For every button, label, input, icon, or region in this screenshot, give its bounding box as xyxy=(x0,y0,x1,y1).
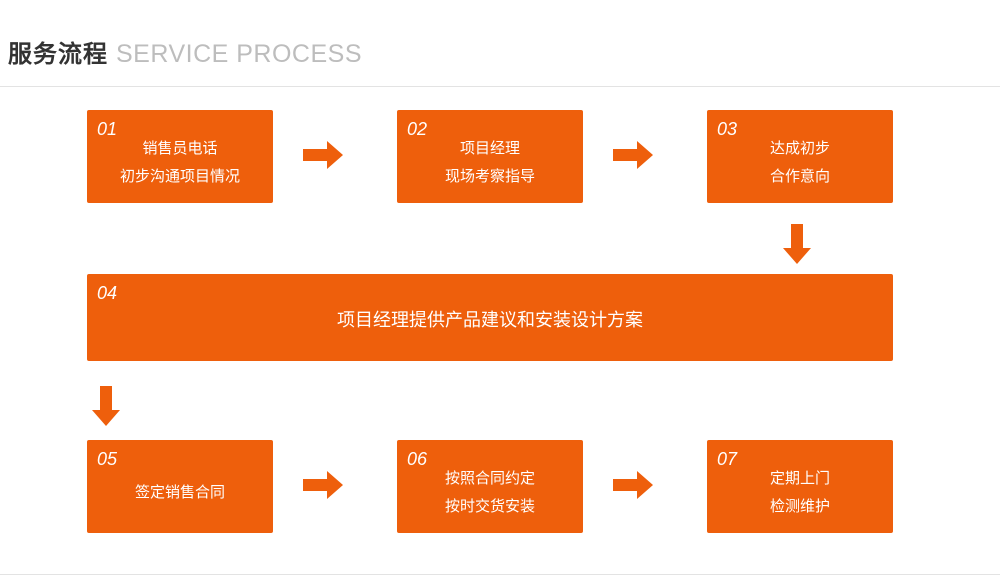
step-line: 按照合同约定 xyxy=(444,468,535,487)
step-text: 项目经理提供产品建议和安装设计方案 xyxy=(87,298,893,343)
step-05-box: 05 签定销售合同 xyxy=(87,440,273,533)
step-text: 达成初步 合作意向 xyxy=(707,128,893,195)
step-04-box: 04 项目经理提供产品建议和安装设计方案 xyxy=(87,274,893,361)
step-number: 05 xyxy=(97,449,118,469)
step-text: 销售员电话 初步沟通项目情况 xyxy=(87,128,273,195)
step-number: 04 xyxy=(97,283,118,303)
arrow-right-icon xyxy=(303,471,343,499)
step-line: 销售员电话 xyxy=(142,138,218,157)
header-divider xyxy=(0,86,1000,87)
step-07-box: 07 定期上门 检测维护 xyxy=(707,440,893,533)
arrow-right-icon xyxy=(303,141,343,169)
step-number: 02 xyxy=(407,119,428,139)
step-number: 03 xyxy=(717,119,738,139)
step-line: 按时交货安装 xyxy=(444,496,535,515)
step-line: 初步沟通项目情况 xyxy=(119,166,240,185)
arrow-down-icon xyxy=(92,386,120,426)
footer-divider xyxy=(0,574,1000,575)
step-line: 检测维护 xyxy=(769,496,830,515)
step-line: 定期上门 xyxy=(769,468,830,487)
step-line: 现场考察指导 xyxy=(444,166,535,185)
step-02-box: 02 项目经理 现场考察指导 xyxy=(397,110,583,203)
step-line: 项目经理提供产品建议和安装设计方案 xyxy=(337,309,643,331)
step-line: 达成初步 xyxy=(769,138,830,157)
step-text: 签定销售合同 xyxy=(87,458,273,525)
step-03-box: 03 达成初步 合作意向 xyxy=(707,110,893,203)
section-title: 服务流程 xyxy=(8,40,108,68)
section-header: 服务流程 SERVICE PROCESS xyxy=(8,34,362,70)
step-number: 01 xyxy=(97,119,118,139)
arrow-down-icon xyxy=(783,224,811,264)
arrow-right-icon xyxy=(613,471,653,499)
step-text: 按照合同约定 按时交货安装 xyxy=(397,458,583,525)
step-line: 项目经理 xyxy=(459,138,520,157)
step-line: 合作意向 xyxy=(769,166,830,185)
step-text: 项目经理 现场考察指导 xyxy=(397,128,583,195)
step-text: 定期上门 检测维护 xyxy=(707,458,893,525)
step-06-box: 06 按照合同约定 按时交货安装 xyxy=(397,440,583,533)
arrow-right-icon xyxy=(613,141,653,169)
step-01-box: 01 销售员电话 初步沟通项目情况 xyxy=(87,110,273,203)
step-number: 07 xyxy=(717,449,738,469)
step-line: 签定销售合同 xyxy=(134,482,225,501)
section-subtitle: SERVICE PROCESS xyxy=(116,40,363,68)
step-number: 06 xyxy=(407,449,428,469)
